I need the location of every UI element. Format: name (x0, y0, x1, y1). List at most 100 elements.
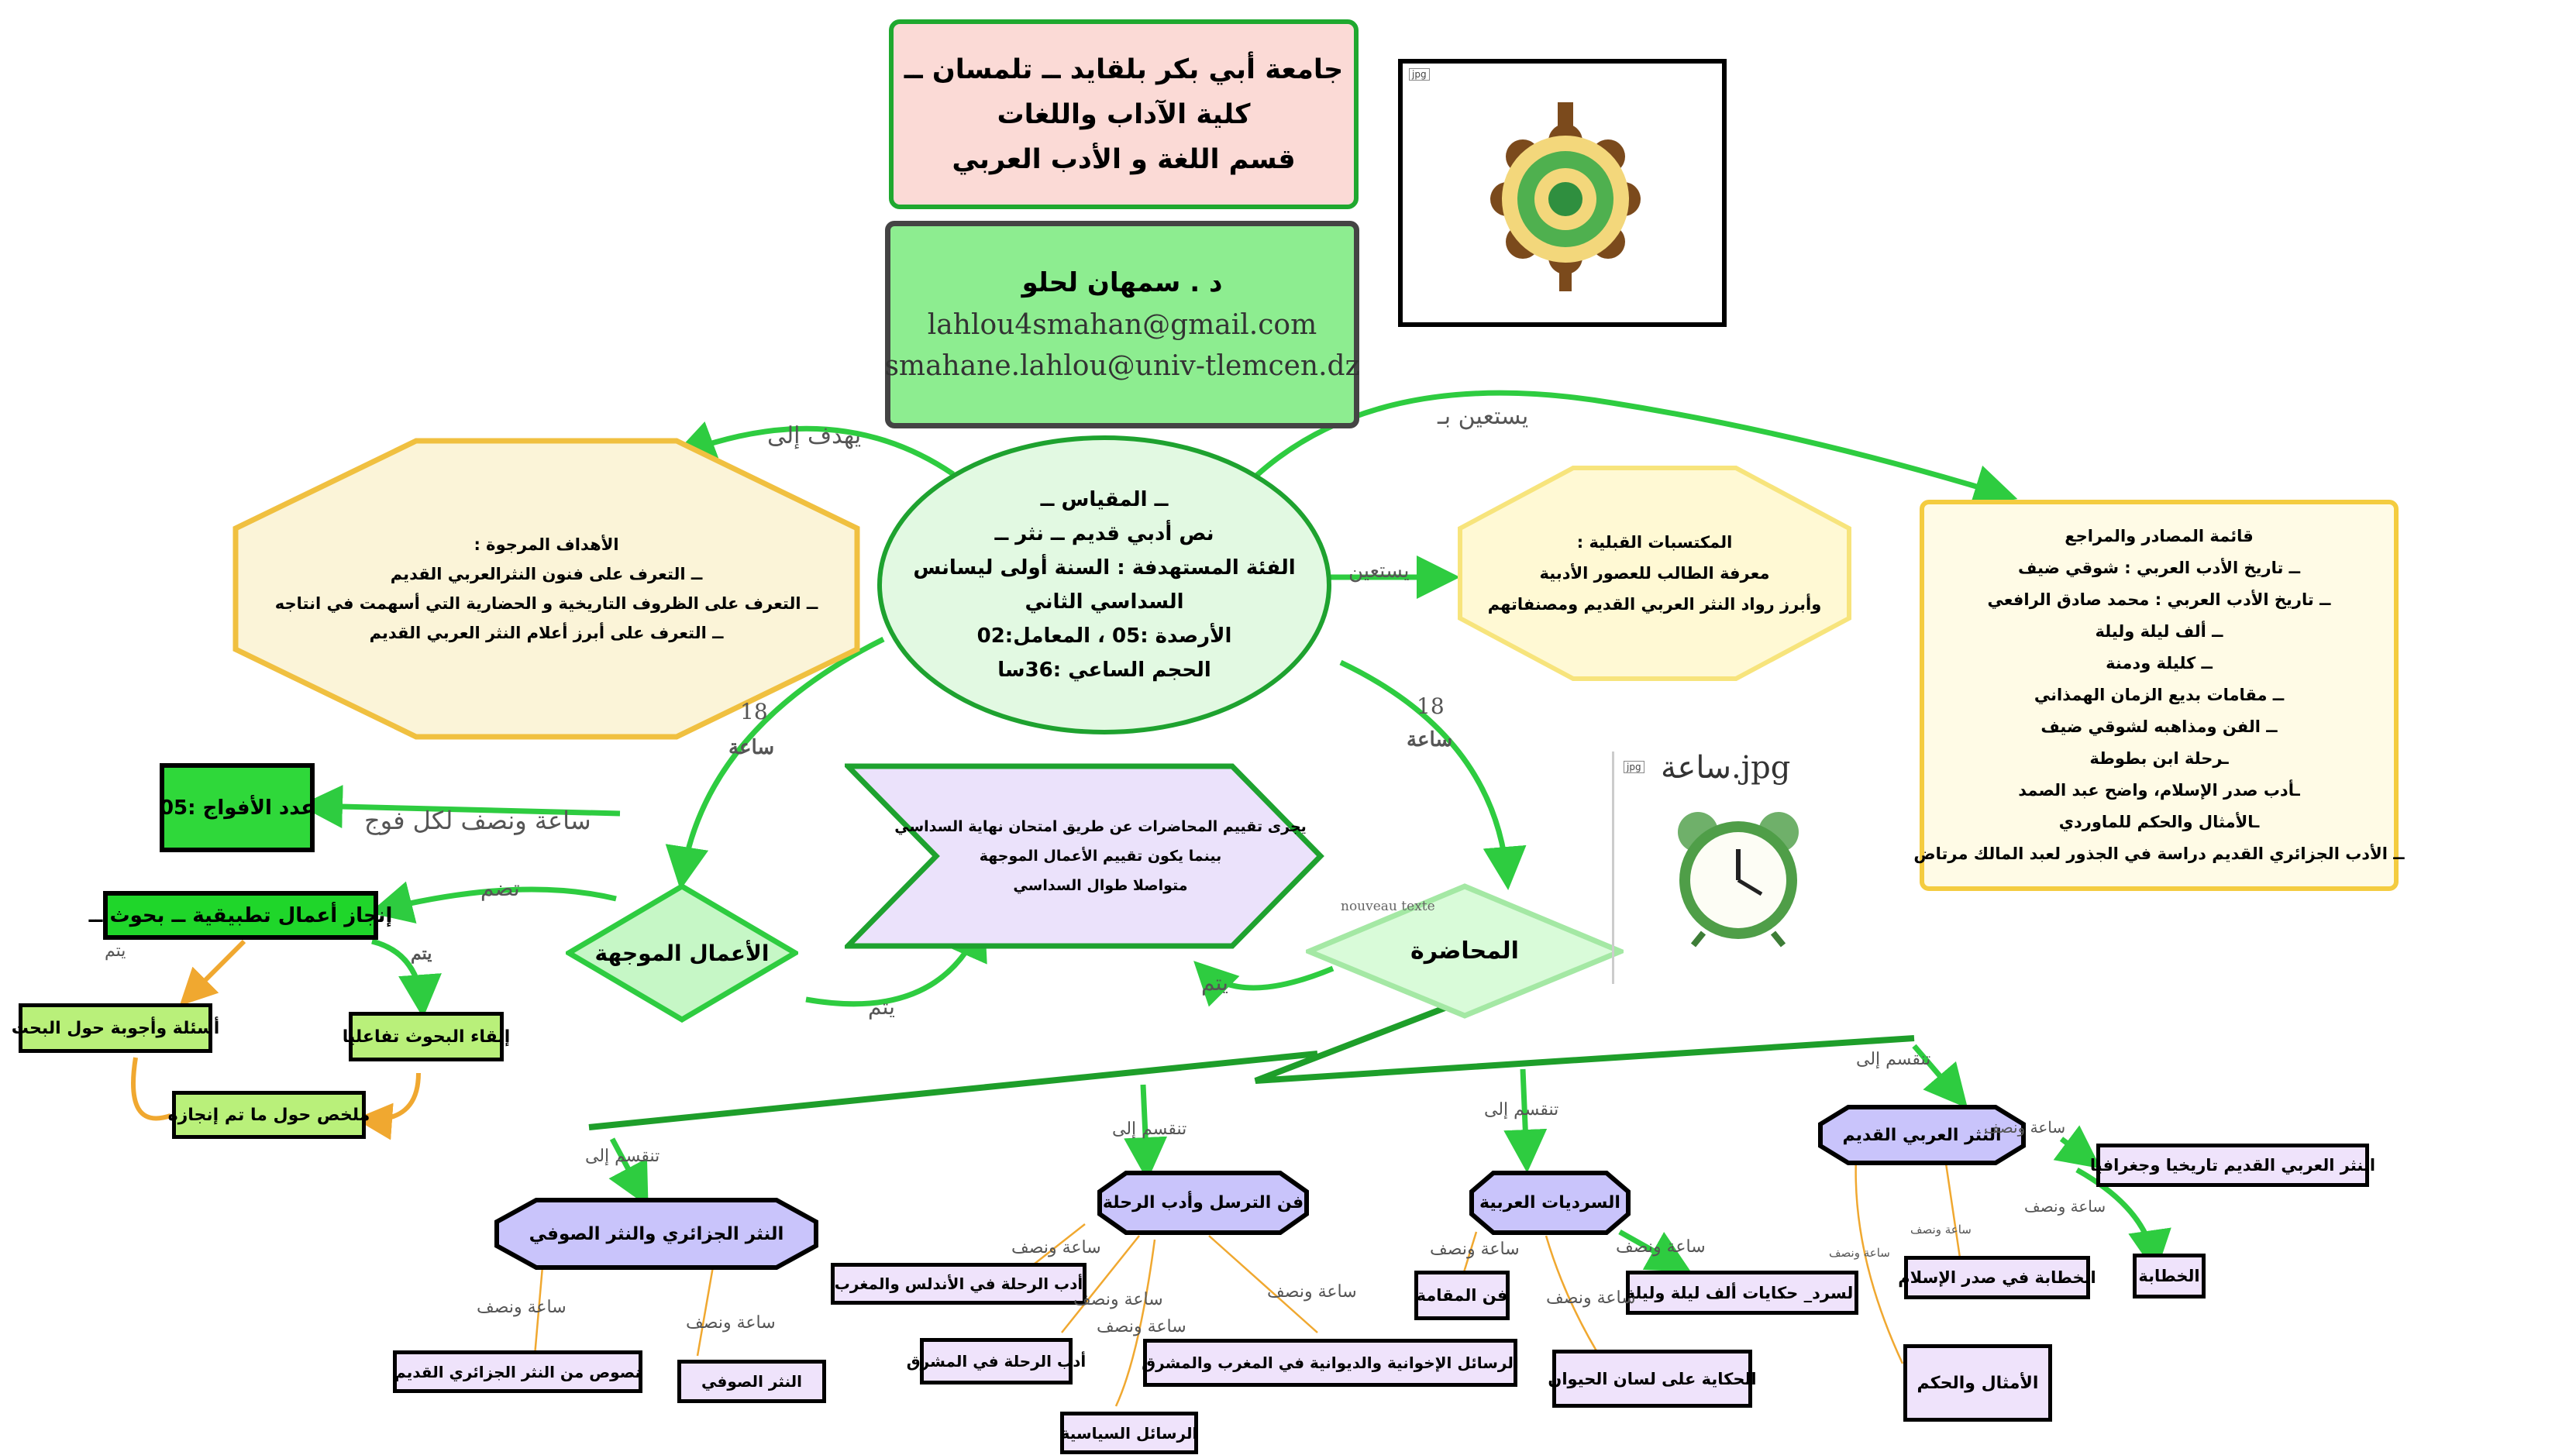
author-email-university[interactable]: smahane.lahlou@univ-tlemcen.dz (884, 350, 1360, 382)
reference-item: ـالأمثال والحكم للماوردي (2058, 813, 2260, 831)
label-half-hour: ساعة ونصف (1073, 1290, 1163, 1309)
header-line-faculty: كلية الآداب واللغات (997, 98, 1251, 130)
label-half-hour: ساعة ونصف (1097, 1317, 1186, 1336)
edge-to-research (369, 881, 617, 924)
edge-presentations-summary (355, 1072, 421, 1140)
prerequisite-item: وأبرز رواد النثر العربي القديم ومصنفاتهم (1487, 595, 1822, 614)
prerequisites-node[interactable]: المكتسبات القبلية : معرفة الطالب للعصور … (1457, 465, 1852, 682)
objectives-node[interactable]: الأهداف المرجوة : ــ التعرف على فنون الن… (232, 438, 860, 740)
topic-letters-travel[interactable]: فن الترسل وأدب الرحلة (1097, 1170, 1310, 1236)
edge-to-objectives (671, 421, 955, 476)
header-line-department: قسم اللغة و الأدب العربي (952, 143, 1296, 175)
module-audience: الفئة المستهدفة : السنة أولى ليسانس (913, 556, 1296, 580)
edge-topic-narr (1503, 1068, 1548, 1173)
module-semester: السداسي الثاني (1025, 590, 1184, 614)
evaluation-line: بينما يكون تقييم الأعمال الموجهة (979, 848, 1222, 865)
module-node[interactable]: ــ المقياس ــ نص أدبي قديم ــ نثر ــ الف… (876, 434, 1333, 736)
university-emblem-logo (1490, 102, 1641, 291)
label-divides-letters: تنقسم إلى (1112, 1120, 1187, 1139)
leaf-travel-east: أدب الرحلة في المشرق (907, 1338, 1086, 1384)
tutorials-node[interactable]: الأعمال الموجهة (566, 883, 798, 1023)
references-box: قائمة المصادر والمراجع ــ تاريخ الأدب ال… (1913, 500, 2405, 891)
label-half-hour: ساعة ونصف (2024, 1197, 2106, 1216)
label-half-hour: ساعة ونصف (1430, 1240, 1520, 1259)
evaluation-node[interactable]: يجرى تقييم المحاضرات عن طريق امتحان نهاي… (845, 763, 1325, 949)
label-half-hour: ساعة ونصف (1829, 1246, 1890, 1260)
image-tag-icon: jpg (1624, 761, 1644, 773)
clock-filename: ساعة.jpg (1661, 750, 1791, 786)
topic-narratives[interactable]: السرديات العربية (1469, 1170, 1631, 1236)
label-hours-left-word: ساعة (728, 736, 775, 759)
label-half-hour: ساعة ونصف (477, 1298, 567, 1317)
label-hours-left-number: 18 (740, 699, 768, 724)
label-hours-right-word: ساعة (1407, 728, 1453, 752)
label-done-questions: يتم (105, 941, 126, 961)
edge-to-groups (299, 785, 621, 829)
edge-lecture-eval (1193, 961, 1334, 1007)
new-text-placeholder: nouveau texte (1341, 899, 1435, 914)
author-box: د . سمهان لحلو lahlou4smahan@gmail.com s… (884, 221, 1360, 428)
presentations-box: إلقاء البحوث تفاعليا (343, 1012, 510, 1061)
bus-to-topics-left (588, 1051, 1318, 1130)
label-uses-short: يستعين (1348, 559, 1410, 583)
summary-box: ملخص حول ما تم إنجازه (168, 1091, 370, 1139)
label-aims-to: يهدف إلى (767, 422, 862, 449)
topic-old-prose[interactable]: النثر العربي القديم (1817, 1104, 2027, 1166)
module-credits: الأرصدة :05 ، المعامل:02 (976, 624, 1232, 648)
leaf-travel-west: أدب الرحلة في الأندلس والمغرب (831, 1263, 1087, 1305)
edge-speech (2075, 1167, 2171, 1274)
leaf-letters-brotherly: الرسائل الإخوانية والديوانية في المغرب و… (1142, 1339, 1519, 1387)
objective-item: ــ التعرف على الظروف التاريخية و الحضاري… (274, 594, 818, 613)
leaf-proverbs: الأمثال والحكم (1903, 1344, 2052, 1422)
university-logo-frame: jpg (1398, 59, 1727, 327)
edge-topic-letters (1124, 1084, 1168, 1181)
tutorials-label: الأعمال الموجهة (594, 940, 770, 966)
label-half-hour-per-group: ساعة ونصف لكل فوج (364, 806, 591, 835)
evaluation-line: يجرى تقييم المحاضرات عن طريق امتحان نهاي… (894, 818, 1307, 835)
edge-topic-alg (608, 1137, 649, 1207)
edge-to-lecture (1339, 659, 1527, 890)
label-done-tutorials: يتم (868, 994, 895, 1020)
label-half-hour: ساعة ونصف (1910, 1223, 1972, 1237)
label-half-hour: ساعة ونصف (1267, 1282, 1357, 1302)
label-half-hour: ساعة ونصف (1984, 1118, 2066, 1137)
edge-questions-summary (131, 1057, 171, 1121)
leaf-nights: السرد_ حكايات ألف ليلة وليلة (1626, 1271, 1858, 1315)
lecture-label: المحاضرة (1410, 937, 1519, 965)
reference-item: ــ الفن ومذاهبه لشوقي ضيف (2040, 717, 2278, 736)
leaf-animal-tales: الحكاية على لسان الحيوان (1548, 1350, 1757, 1408)
prerequisites-title: المكتسبات القبلية : (1576, 533, 1733, 552)
leaf-history-geography: النثر العربي القديم تاريخيا وجغرافيا (2090, 1144, 2375, 1187)
label-uses: يستعين بـ (1438, 403, 1529, 430)
leaf-sufi-prose: النثر الصوفي (677, 1360, 826, 1403)
label-half-hour: ساعة ونصف (686, 1313, 776, 1333)
leaf-speech-islam: الخطابة في صدر الإسلام (1898, 1256, 2096, 1299)
research-box: إنجاز أعمال تطبيقية ــ بحوث ــ (89, 891, 392, 940)
reference-item: ــ تاريخ الأدب العربي : شوقي ضيف (2017, 559, 2301, 577)
label-half-hour: ساعة ونصف (1011, 1238, 1101, 1257)
module-title: ــ المقياس ــ (1040, 488, 1169, 511)
reference-item: ـرحلة ابن بطوطة (2089, 749, 2229, 768)
edge-topic-old (1912, 1044, 1968, 1109)
alarm-clock-icon (1678, 812, 1799, 948)
groups-count-box: عدد الأفواج :05 (160, 763, 315, 852)
leaf-algerian-texts: نصوص من النثر الجزائري القديم (393, 1350, 642, 1393)
leaf-maqama: فن المقامة (1414, 1271, 1510, 1320)
author-email-gmail[interactable]: lahlou4smahan@gmail.com (927, 309, 1317, 341)
bus-to-topics (1254, 1000, 1915, 1084)
edge-to-tutorials (665, 636, 885, 890)
label-hours-right-number: 18 (1417, 693, 1445, 719)
edge-nights (1618, 1229, 1692, 1272)
reference-item: ـأدب صدر الإسلام، واضح عبد الصمد (2018, 781, 2300, 800)
topic-algerian-sufi[interactable]: النثر الجزائري والنثر الصوفي (494, 1197, 819, 1271)
label-half-hour: ساعة ونصف (1616, 1237, 1706, 1257)
label-done-presentations: يتم (411, 944, 432, 964)
author-name: د . سمهان لحلو (1021, 267, 1223, 298)
lecture-node[interactable]: المحاضرة (1306, 883, 1624, 1019)
university-header: جامعة أبي بكر بلقايد ــ تلمسان ــ كلية ا… (889, 19, 1359, 209)
reference-item: ــ تاريخ الأدب العربي : محمد صادق الرافع… (1987, 590, 2331, 609)
label-divides-narratives: تنقسم إلى (1484, 1100, 1559, 1120)
prerequisite-item: معرفة الطالب للعصور الأدبية (1539, 564, 1770, 583)
objective-item: ــ التعرف على أبرز أعلام النثر العربي ال… (369, 624, 724, 642)
